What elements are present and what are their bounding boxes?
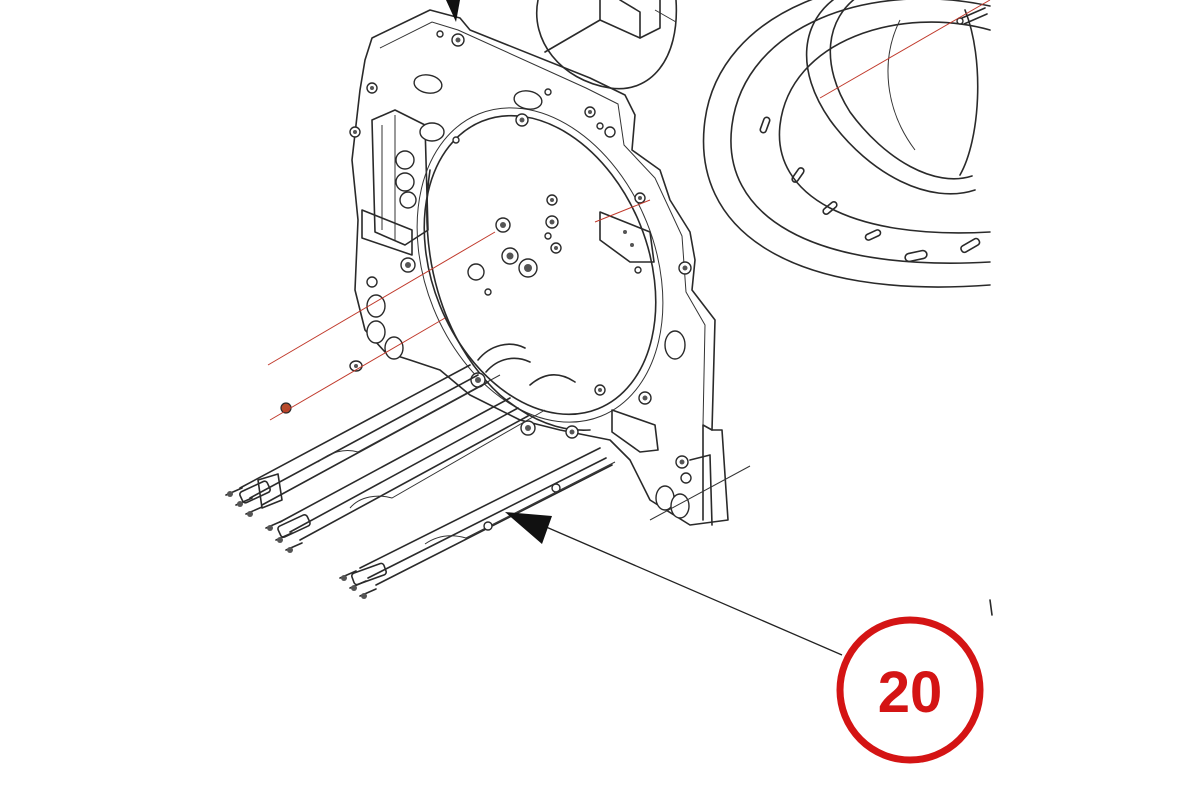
- callout-number: 20: [878, 660, 943, 725]
- nut: [280, 402, 493, 531]
- assembly-axes: [267, 0, 991, 521]
- heating-element-3: [339, 447, 616, 599]
- plate-bolts: [349, 30, 692, 493]
- drum-ring: [702, 0, 993, 616]
- part-callout: 20: [836, 616, 984, 764]
- heating-element-2: [265, 397, 546, 553]
- rear-mounting-plate: [349, 9, 729, 526]
- hub-fittings: [467, 194, 562, 296]
- top-arrow: [446, 0, 460, 22]
- heating-element-1: [225, 364, 501, 517]
- callout-circle: [836, 616, 984, 764]
- callout-leader: [505, 512, 843, 656]
